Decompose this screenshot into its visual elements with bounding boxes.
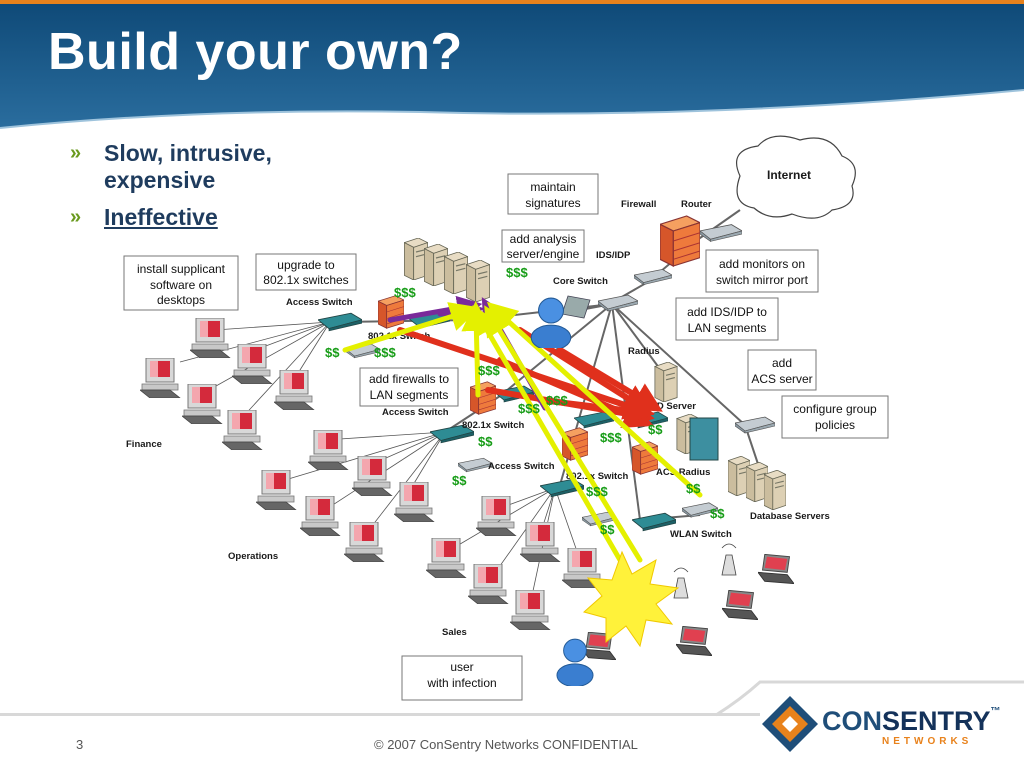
- slide-title: Build your own?: [48, 23, 463, 81]
- logo-wordmark: CONSENTRY™: [822, 706, 1001, 737]
- acs-radius-label: ACS Radius: [656, 467, 710, 478]
- cost-tag: $$$: [374, 345, 396, 360]
- ids-idp-label: IDS/IDP: [596, 250, 631, 261]
- bullet-text: Ineffective: [104, 204, 218, 230]
- footer-divider: [0, 713, 760, 716]
- access-switch-label: Access Switch: [286, 297, 353, 308]
- bullet-list: » Slow, intrusive, expensive » Ineffecti…: [70, 140, 330, 241]
- access-point-icon: [673, 567, 689, 599]
- ad-server-label: AD Server: [650, 401, 696, 412]
- cost-tag: $$: [710, 506, 725, 521]
- core-switch-label: Core Switch: [553, 276, 608, 287]
- page-number: 3: [76, 737, 84, 752]
- cost-tag: $$: [325, 345, 340, 360]
- logo-mark-icon: [762, 696, 818, 752]
- cost-tag: $$$: [478, 363, 500, 378]
- operations-label: Operations: [228, 551, 278, 562]
- router-label: Router: [681, 199, 712, 210]
- acs-server-icon: [689, 417, 719, 461]
- yellow-arrows: [342, 301, 703, 563]
- cost-tag: $$$: [518, 401, 540, 416]
- header-background: [0, 0, 1024, 129]
- internet-cloud: Internet: [736, 135, 856, 219]
- logo-subtitle: NETWORKS: [882, 736, 973, 747]
- cost-tag: $$: [648, 422, 663, 437]
- network-diagram: Internet Firewall Router IDS/IDP Core Sw…: [123, 135, 889, 701]
- cost-tag: $$: [600, 522, 615, 537]
- radius-label: Radius: [628, 346, 660, 357]
- internet-label: Internet: [767, 168, 811, 182]
- 8021x-switch-label: 802.1x Switch: [462, 420, 525, 431]
- logo-word-con: CON: [822, 706, 882, 736]
- consentry-logo: CONSENTRY™ NETWORKS: [760, 690, 1010, 760]
- firewall-label: Firewall: [621, 199, 656, 210]
- database-servers-label: Database Servers: [750, 511, 830, 522]
- bullet-item: » Slow, intrusive, expensive: [70, 140, 330, 194]
- copyright-text: © 2007 ConSentry Networks CONFIDENTIAL: [374, 737, 638, 752]
- finance-label: Finance: [126, 439, 162, 450]
- bullet-text: Slow, intrusive, expensive: [104, 140, 272, 193]
- cost-tag: $$$: [586, 484, 608, 499]
- wlan-switch-label: WLAN Switch: [670, 529, 732, 540]
- logo-trademark: ™: [990, 706, 1001, 717]
- 8021x-switch-label: 802.1x Switch: [368, 331, 431, 342]
- access-point-icon: [721, 543, 737, 576]
- cost-tag: $$: [478, 434, 493, 449]
- bullet-item: » Ineffective: [70, 204, 330, 231]
- infection-starburst: [582, 550, 680, 648]
- cost-tag: $$: [452, 473, 467, 488]
- cost-tag: $$$: [600, 430, 622, 445]
- sales-label: Sales: [442, 627, 467, 638]
- cost-tag: $$: [686, 481, 701, 496]
- header-band: Build your own?: [0, 0, 1024, 130]
- cost-tag: $$$: [506, 265, 528, 280]
- cost-tag: $$$: [546, 393, 568, 408]
- bullet-marker: »: [70, 206, 82, 228]
- bullet-marker: »: [70, 142, 82, 164]
- logo-word-sentry: SENTRY: [882, 706, 991, 736]
- monitor-icon: [561, 295, 591, 319]
- access-switch-label: Access Switch: [382, 407, 449, 418]
- access-switch-label: Access Switch: [488, 461, 555, 472]
- cost-tag: $$$: [394, 285, 416, 300]
- 8021x-switch-label: 802.1x Switch: [566, 471, 629, 482]
